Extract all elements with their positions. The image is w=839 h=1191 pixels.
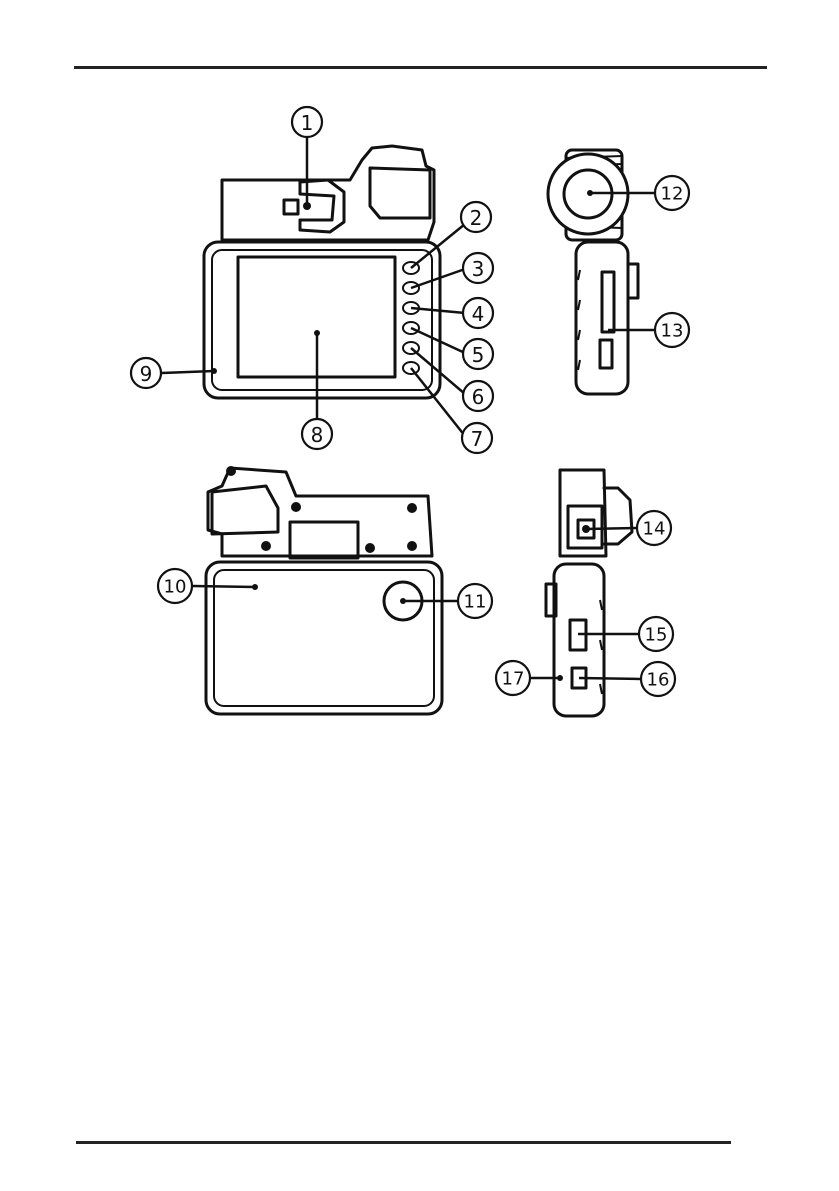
front-body-inner [212, 250, 432, 390]
callout-1-label: 1 [301, 111, 314, 135]
callout-9-label: 9 [140, 362, 153, 386]
callout-12: 12 [655, 176, 689, 210]
callout-5-label: 5 [472, 343, 485, 367]
screw [291, 502, 301, 512]
callout-16-label: 16 [647, 670, 670, 691]
callout-14: 14 [637, 511, 671, 545]
callout-3-label: 3 [472, 257, 485, 281]
callout-10: 10 [158, 569, 192, 603]
side-view-top [548, 150, 638, 394]
back-clip [212, 486, 278, 534]
screw [226, 466, 236, 476]
callout-15-label: 15 [645, 625, 668, 646]
leader-9 [162, 371, 214, 373]
callout-13: 13 [655, 313, 689, 347]
callout-9: 9 [131, 358, 161, 388]
callout-6: 6 [463, 381, 493, 411]
back-screws [226, 466, 417, 553]
back-view [206, 466, 442, 714]
side-grip-texture [578, 270, 580, 370]
side2-knob [546, 584, 556, 616]
callout-6-label: 6 [472, 385, 485, 409]
side2-bracket-arm [604, 488, 632, 544]
leader-3 [411, 269, 465, 288]
callout-7-label: 7 [471, 427, 484, 451]
callout-2: 2 [461, 202, 491, 232]
callout-17: 17 [496, 661, 530, 695]
front-view [204, 146, 440, 398]
callout-17-label: 17 [502, 669, 525, 690]
front-side-buttons [403, 262, 419, 374]
callout-16: 16 [641, 662, 675, 696]
back-mount-bracket [208, 468, 432, 556]
callout-10-label: 10 [164, 577, 187, 598]
front-mount-bracket [222, 146, 434, 240]
callout-14-label: 14 [643, 519, 666, 540]
side-switch [600, 340, 612, 368]
leader-10 [193, 586, 255, 587]
callout-11-label: 11 [464, 592, 487, 613]
callout-2-label: 2 [470, 206, 483, 230]
callout-4-label: 4 [472, 302, 485, 326]
screw [365, 543, 375, 553]
callout-7: 7 [462, 423, 492, 453]
screw [261, 541, 271, 551]
callout-4: 4 [463, 298, 493, 328]
callout-1: 1 [292, 107, 322, 137]
front-lens-square [284, 200, 298, 214]
screw [407, 503, 417, 513]
callout-11: 11 [458, 584, 492, 618]
leader-7 [411, 368, 465, 436]
leader-14 [586, 528, 636, 529]
callout-13-label: 13 [661, 321, 684, 342]
callout-8-label: 8 [311, 423, 324, 447]
callout-8: 8 [302, 419, 332, 449]
callout-15: 15 [639, 617, 673, 651]
callout-12-label: 12 [661, 184, 684, 205]
front-clip [370, 168, 430, 218]
side2-grip-texture [600, 600, 602, 694]
callout-5: 5 [463, 339, 493, 369]
callout-3: 3 [463, 253, 493, 283]
side2-body [554, 564, 604, 716]
leader-2 [411, 224, 465, 268]
screw [407, 541, 417, 551]
leader-16 [579, 678, 640, 679]
side-card-slot [602, 272, 614, 332]
back-plate-square [290, 522, 358, 558]
side-knob [628, 264, 638, 298]
